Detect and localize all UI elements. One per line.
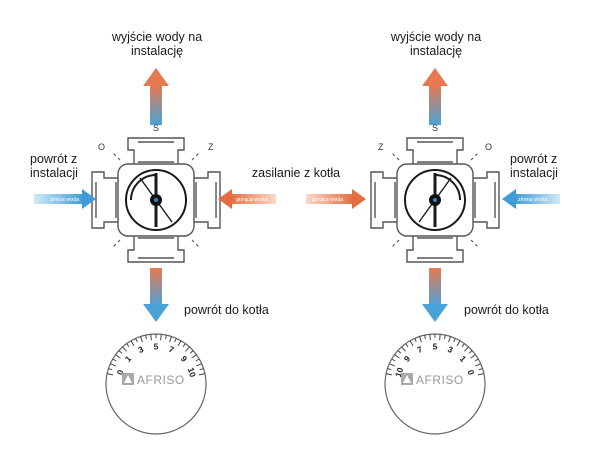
left-dial-tick	[191, 354, 197, 359]
boiler-supply-label: zasilanie z kotła	[251, 166, 341, 180]
right-brand-text: AFRISO	[416, 373, 464, 387]
left-dial-tick	[110, 363, 117, 367]
left-dial-number: 9	[179, 354, 190, 364]
right-dial-tick	[405, 343, 409, 348]
right-dial-tick	[470, 354, 476, 359]
left-dial-number: 1	[123, 353, 134, 363]
left-hot-arrow-text: gorąca woda	[236, 197, 268, 203]
left-brand-text: AFRISO	[137, 373, 185, 387]
right-port-z: Z	[378, 142, 384, 152]
left-dial-tick	[126, 343, 130, 348]
right-dial-number: 5	[433, 341, 438, 351]
right-dial-tick	[464, 346, 469, 352]
left-dial-tick	[182, 343, 186, 348]
left-dial-tick	[174, 338, 177, 343]
left-port-z: Z	[208, 142, 214, 152]
left-cold-inlet-arrow: zimna woda	[34, 189, 96, 209]
right-dial-tick	[409, 340, 414, 347]
left-dial-tick	[150, 334, 152, 341]
right-dial-tick	[468, 350, 473, 354]
left-dial-tick	[169, 336, 172, 343]
right-dial-tick	[419, 336, 422, 343]
right-dial-number: 0	[465, 369, 476, 377]
left-dial-tick	[115, 354, 121, 359]
right-dial-tick	[385, 373, 393, 376]
left-dial-tick	[199, 368, 204, 371]
left-dial-tick	[195, 358, 200, 362]
left-outlet-arrow	[143, 68, 169, 125]
right-dial-tick	[387, 368, 392, 371]
right-outlet-arrow	[422, 68, 448, 125]
left-return-to-boiler-label: powrót do kotła	[184, 303, 269, 317]
right-dial-number: 9	[402, 353, 413, 363]
left-afriso-logo: AFRISO	[122, 373, 185, 387]
left-hot-inlet-arrow: gorąca woda	[218, 189, 276, 209]
left-dial-tick	[140, 336, 143, 343]
left-dial-number: 10	[186, 366, 199, 378]
left-port-o: O	[98, 142, 105, 152]
left-dial-tick	[130, 340, 135, 347]
left-port-s: S	[153, 123, 159, 133]
right-dial-tick	[397, 350, 402, 354]
right-port-s: S	[432, 123, 438, 133]
right-dial-tick	[389, 363, 396, 367]
right-cold-inlet-arrow: zimna woda	[502, 189, 560, 209]
right-dial-tick	[439, 334, 441, 341]
left-dial-number: 5	[154, 341, 159, 351]
right-return-to-boiler-label: powrót do kotła	[464, 303, 549, 317]
left-dial-number: 7	[167, 344, 176, 355]
right-dial-tick	[414, 338, 417, 343]
left-dial-tick	[112, 358, 117, 362]
left-dial-tick	[189, 350, 194, 354]
right-dial-tick	[456, 340, 461, 347]
right-return-from-install-label: powrót z instalacji	[510, 152, 558, 180]
left-return-from-install-label: powrót z instalacji	[30, 152, 78, 180]
left-dial-tick	[195, 363, 202, 367]
right-dial-tick	[444, 334, 446, 340]
right-hot-arrow-text: gorąca woda	[312, 197, 344, 203]
right-dial-tick	[478, 368, 483, 371]
right-dial-number: 3	[446, 344, 455, 355]
right-dial-tick	[474, 363, 481, 367]
right-afriso-logo: AFRISO	[401, 373, 464, 387]
right-dial-number: 1	[458, 354, 469, 364]
right-dial-tick	[474, 358, 479, 362]
right-dial-number: 7	[415, 344, 424, 355]
right-dial-tick	[424, 334, 426, 340]
left-dial-tick	[106, 373, 114, 376]
left-dial-number: 0	[115, 368, 126, 376]
right-hot-inlet-arrow: gorąca woda	[306, 189, 366, 209]
left-dial-tick	[160, 334, 162, 341]
left-dial-tick	[177, 340, 182, 347]
right-dial-tick	[448, 336, 451, 343]
right-dial-tick	[477, 373, 485, 376]
left-dial-tick	[122, 346, 127, 352]
left-dial-tick	[118, 350, 123, 354]
left-dial-tick	[185, 346, 190, 352]
right-dial-tick	[429, 334, 431, 341]
left-dial-tick	[135, 338, 138, 343]
right-dial-tick	[401, 346, 406, 352]
left-outlet-label: wyjście wody na instalację	[111, 30, 203, 58]
left-return-arrow	[143, 268, 169, 322]
left-dial-tick	[165, 334, 167, 340]
right-dial-tick	[461, 343, 465, 348]
right-dial-tick	[391, 358, 396, 362]
left-dial-tick	[145, 334, 147, 340]
left-cold-arrow-text: zimna woda	[50, 197, 80, 203]
right-dial-tick	[453, 338, 456, 343]
right-port-o: O	[485, 142, 492, 152]
right-return-arrow	[422, 268, 448, 322]
left-dial-tick	[108, 368, 113, 371]
right-cold-arrow-text: zimna woda	[518, 197, 548, 203]
right-dial-tick	[394, 354, 400, 359]
left-dial-number: 3	[136, 344, 145, 355]
right-outlet-label: wyjście wody na instalację	[390, 30, 482, 58]
left-dial-tick	[198, 373, 206, 376]
